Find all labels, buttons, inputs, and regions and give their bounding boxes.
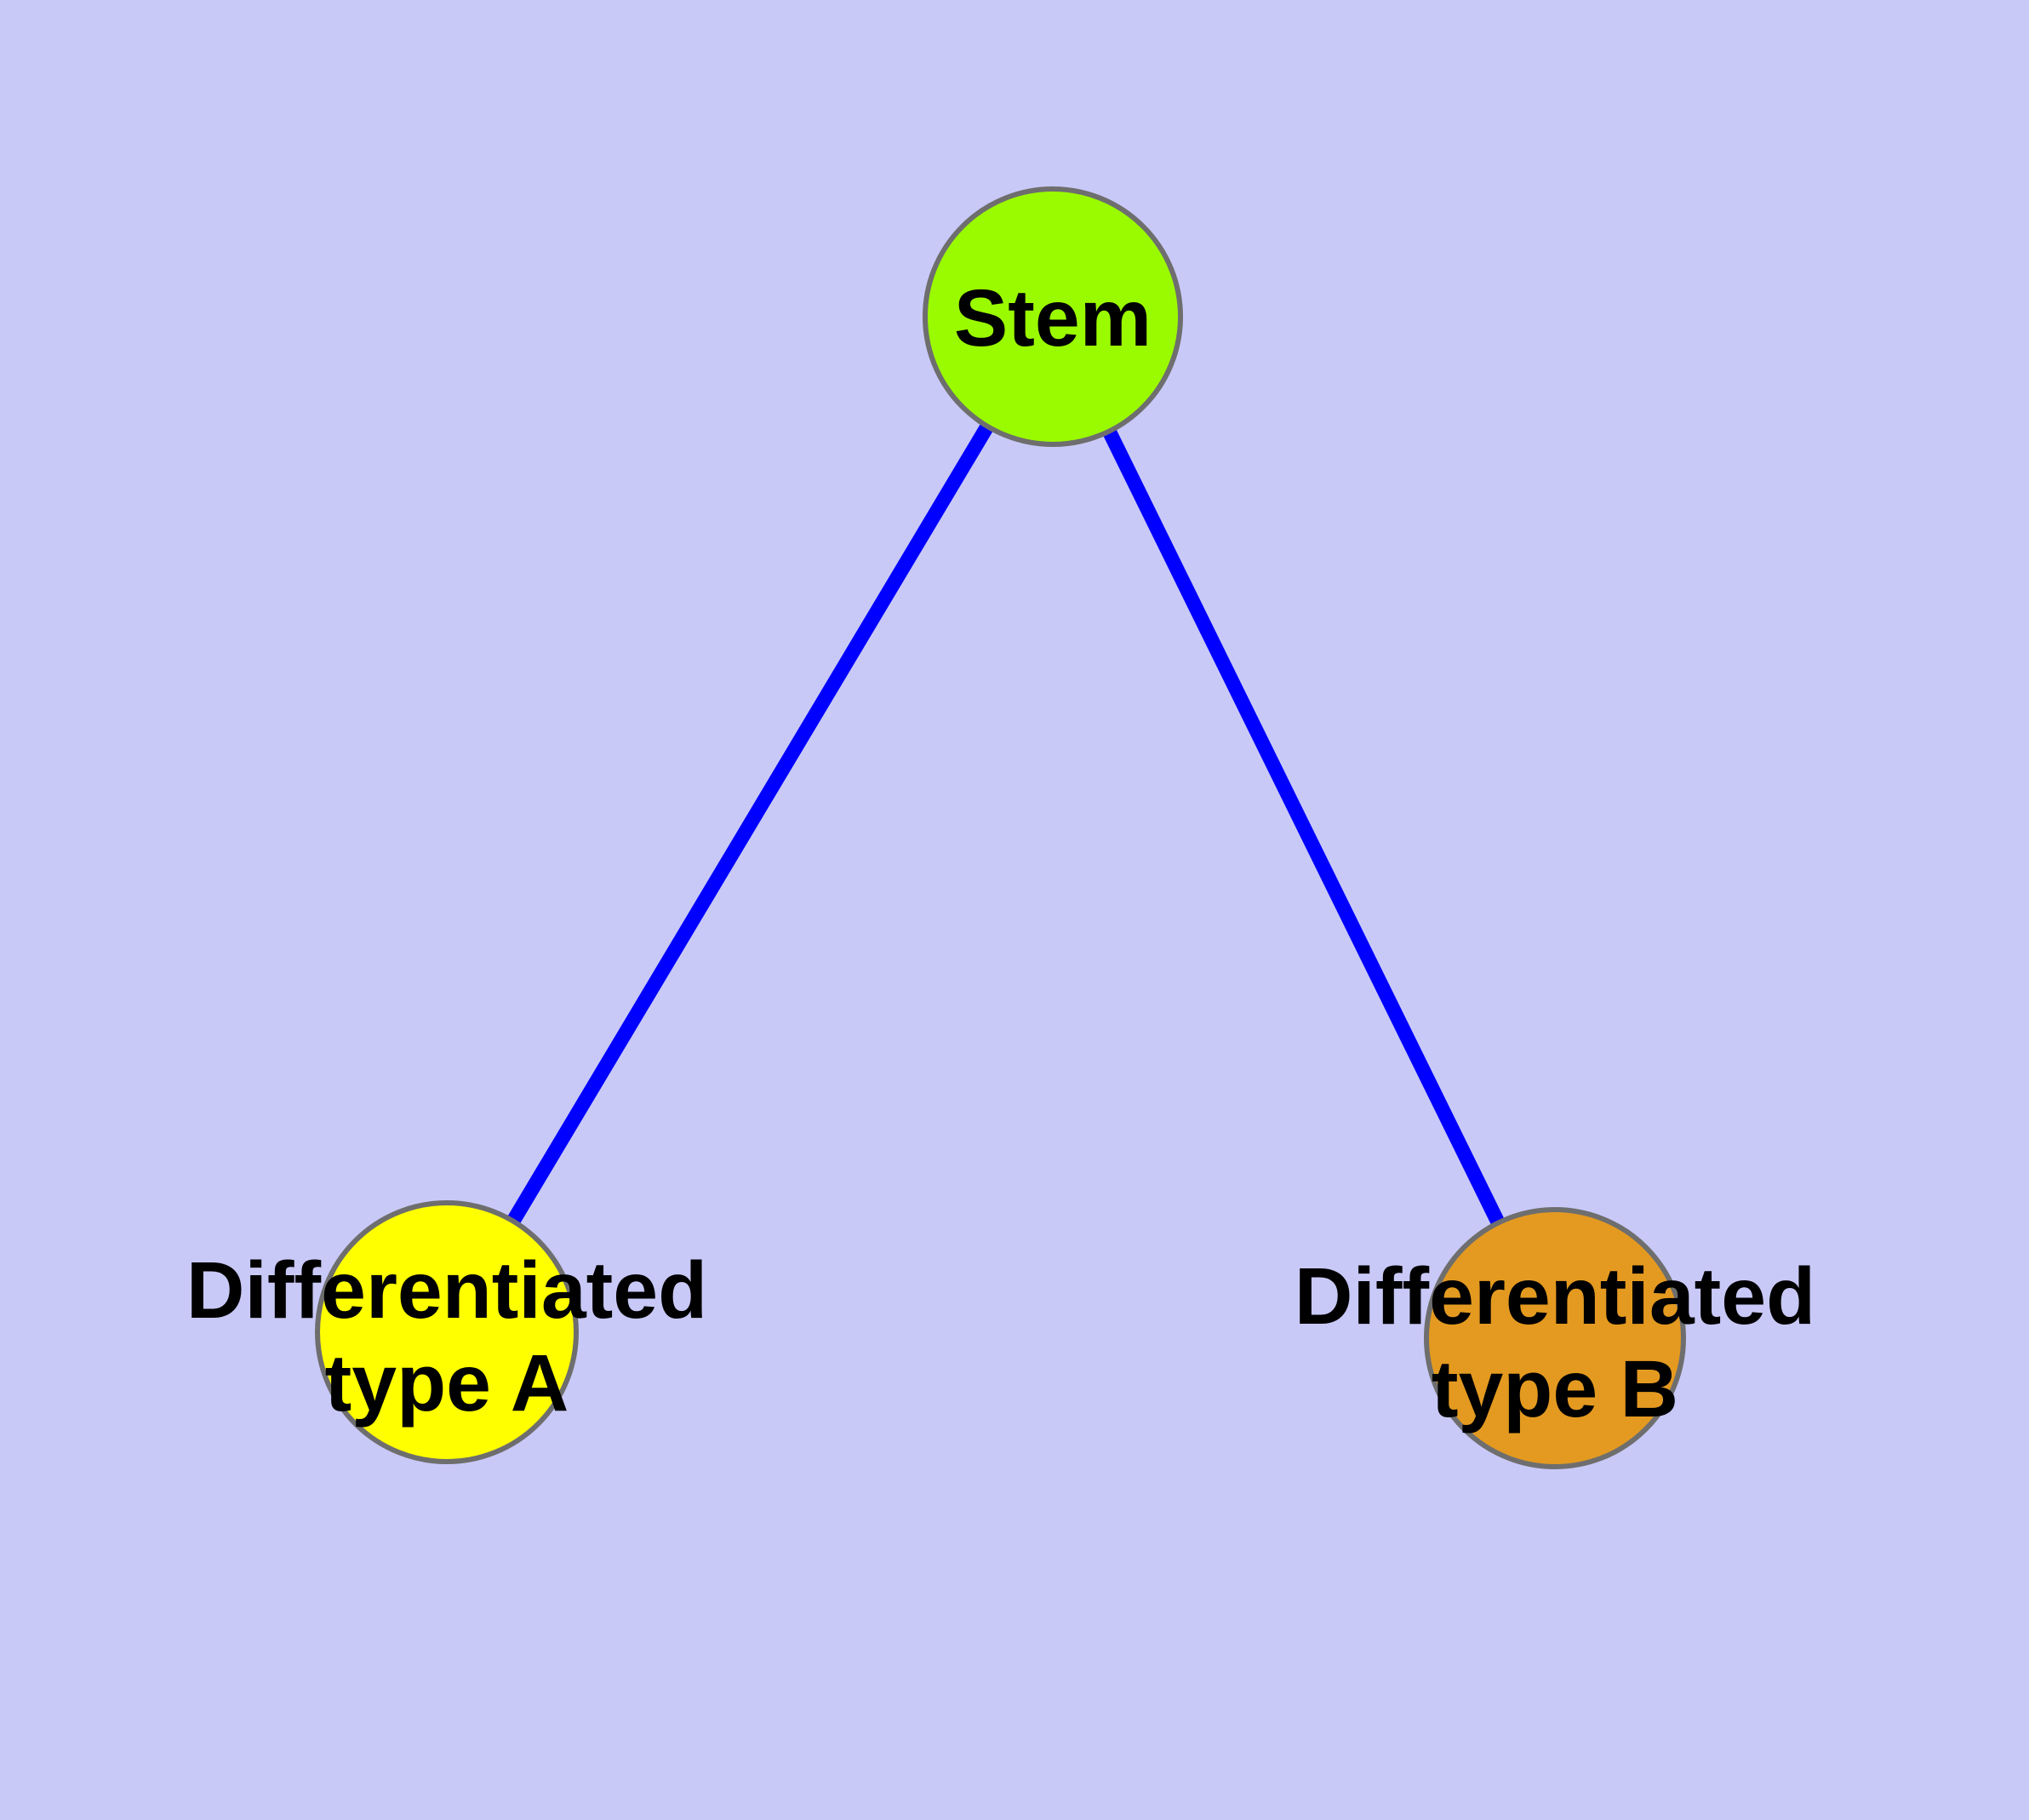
node-stem <box>923 186 1183 447</box>
node-type-b-label-line2: type B <box>1432 1344 1678 1434</box>
node-type-a-label-line2: type A <box>325 1338 569 1428</box>
edge-stem-to-type-a <box>440 312 1060 1336</box>
node-type-b-label-line1: Differentiated <box>1295 1251 1815 1342</box>
node-differentiated-type-a <box>315 1200 579 1464</box>
edge-stem-to-type-b <box>1046 313 1562 1342</box>
node-type-a-label-line1: Differentiated <box>186 1245 707 1336</box>
node-stem-label: Stem <box>954 273 1152 363</box>
node-differentiated-type-b <box>1424 1207 1686 1469</box>
